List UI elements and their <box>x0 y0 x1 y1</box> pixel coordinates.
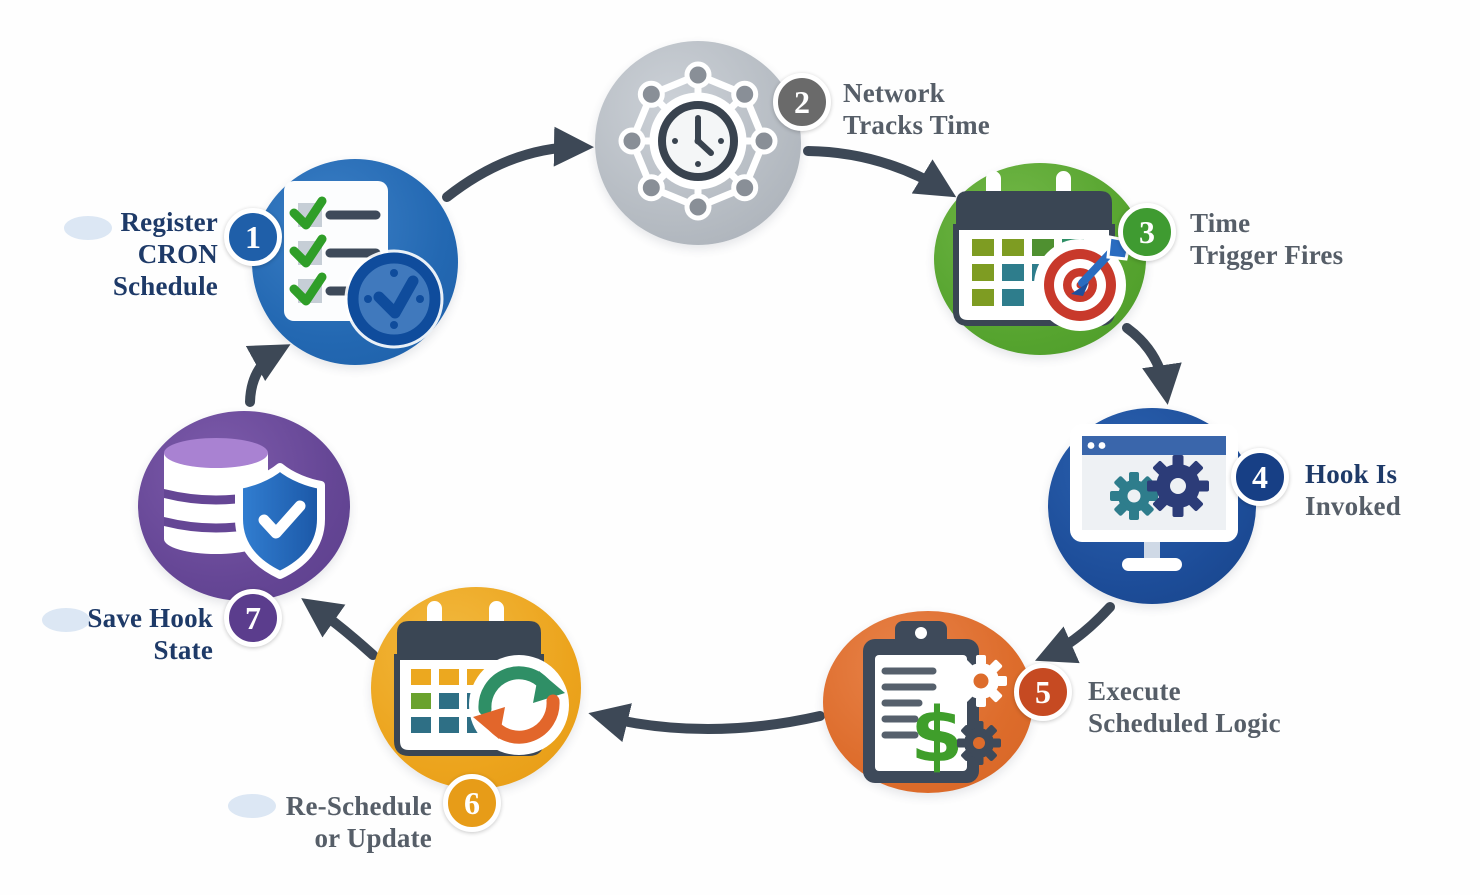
step-2-badge: 2 <box>773 73 831 131</box>
checklist-clock-icon <box>284 181 444 349</box>
calendar-target-icon <box>953 171 1132 331</box>
step-3-badge: 3 <box>1118 203 1176 261</box>
step-7-circle <box>138 411 350 601</box>
step-number: 2 <box>794 84 810 120</box>
decorative-blob <box>42 608 90 632</box>
network-clock-icon <box>618 61 778 221</box>
step-2-label: Network Tracks Time <box>843 78 990 140</box>
step-6-badge: 6 <box>443 774 501 832</box>
step-1-label: Register CRON Schedule <box>112 207 218 301</box>
arrow-step7-to-step1 <box>245 344 291 407</box>
database-shield-icon <box>164 438 325 579</box>
arrow-step6-to-step7 <box>301 598 378 660</box>
step-3-label: Time Trigger Fires <box>1190 208 1344 270</box>
step-5-badge: 5 <box>1014 663 1072 721</box>
step-6-label: Re-Schedule or Update <box>285 791 432 853</box>
step-1-badge: 1 <box>224 208 282 266</box>
arrow-step3-to-step4 <box>1122 323 1182 405</box>
step-number: 4 <box>1252 459 1268 495</box>
step-number: 3 <box>1139 214 1155 250</box>
svg-text:$: $ <box>911 690 964 779</box>
step-3-circle <box>934 163 1146 355</box>
step-4-circle <box>1048 408 1256 604</box>
step-number: 7 <box>245 600 261 636</box>
step-5-label: Execute Scheduled Logic <box>1088 676 1281 738</box>
step-number: 5 <box>1035 674 1051 710</box>
clipboard-dollar-gear-icon: $ <box>863 621 1007 783</box>
step-6-circle <box>371 587 581 789</box>
arrow-step4-to-step5 <box>1035 602 1115 664</box>
step-4-badge: 4 <box>1231 448 1289 506</box>
monitor-gears-icon <box>1070 424 1238 571</box>
arrow-step2-to-step3 <box>803 146 957 198</box>
step-1-circle <box>252 159 458 365</box>
decorative-blob <box>228 794 276 818</box>
calendar-refresh-icon <box>394 601 569 756</box>
decorative-blob <box>64 216 112 240</box>
step-7-label: Save Hook State <box>87 603 213 665</box>
step-7-badge: 7 <box>224 589 282 647</box>
step-number: 6 <box>464 785 480 821</box>
step-number: 1 <box>245 219 261 255</box>
step-4-label: Hook Is Invoked <box>1305 459 1401 521</box>
arrow-step1-to-step2 <box>442 126 594 202</box>
step-2-circle <box>595 41 801 245</box>
arrow-step5-to-step6 <box>588 703 825 743</box>
step-5-circle: $ <box>823 611 1033 793</box>
